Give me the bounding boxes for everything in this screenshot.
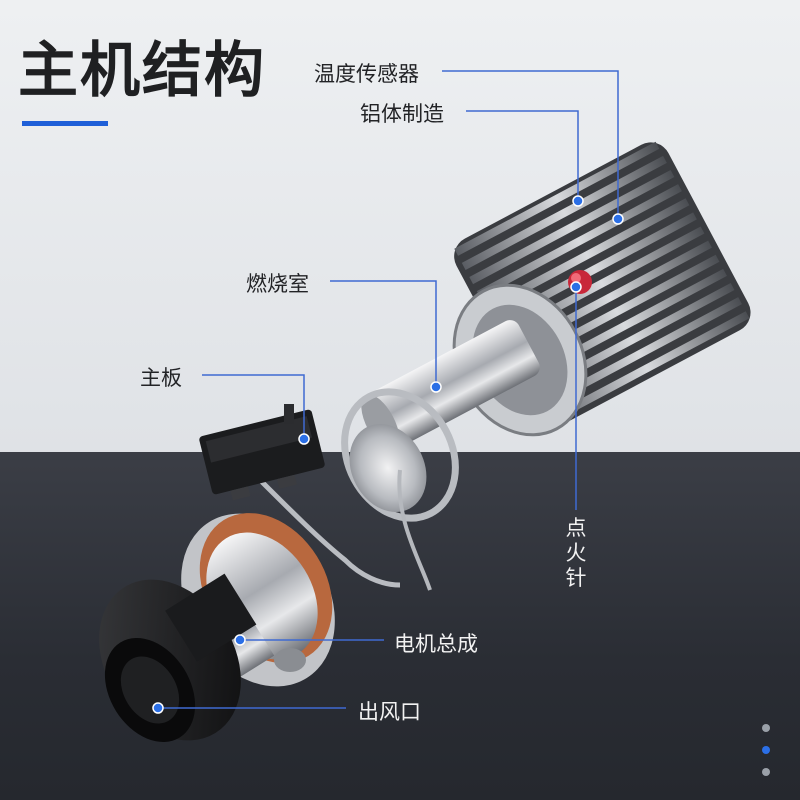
callout-dot-motor [234,634,246,646]
label-mainboard: 主板 [140,366,182,390]
title-underline [22,121,108,126]
page-dot-3[interactable] [762,768,770,776]
callout-line-combustion [330,280,437,386]
label-ignition: 点火针 [565,516,587,590]
page-dot-2-active[interactable] [762,746,770,754]
callout-dot-combustion [430,381,442,393]
page-dot-1[interactable] [762,724,770,732]
callout-dot-aluminum [572,195,584,207]
callout-dot-outlet [152,702,164,714]
label-outlet: 出风口 [358,700,421,724]
callout-line-aluminum [466,110,579,200]
callout-dot-temp-sensor [612,213,624,225]
callout-dot-ignition [570,281,582,293]
callout-line-mainboard [202,374,305,438]
callout-dot-mainboard [298,433,310,445]
label-aluminum: 铝体制造 [360,102,444,126]
label-motor: 电机总成 [394,632,478,656]
page-indicator [762,724,772,790]
callout-line-temp-sensor [442,70,619,218]
page-title: 主机结构 [18,36,266,106]
label-combustion: 燃烧室 [246,272,309,296]
label-temp-sensor: 温度传感器 [314,62,419,86]
